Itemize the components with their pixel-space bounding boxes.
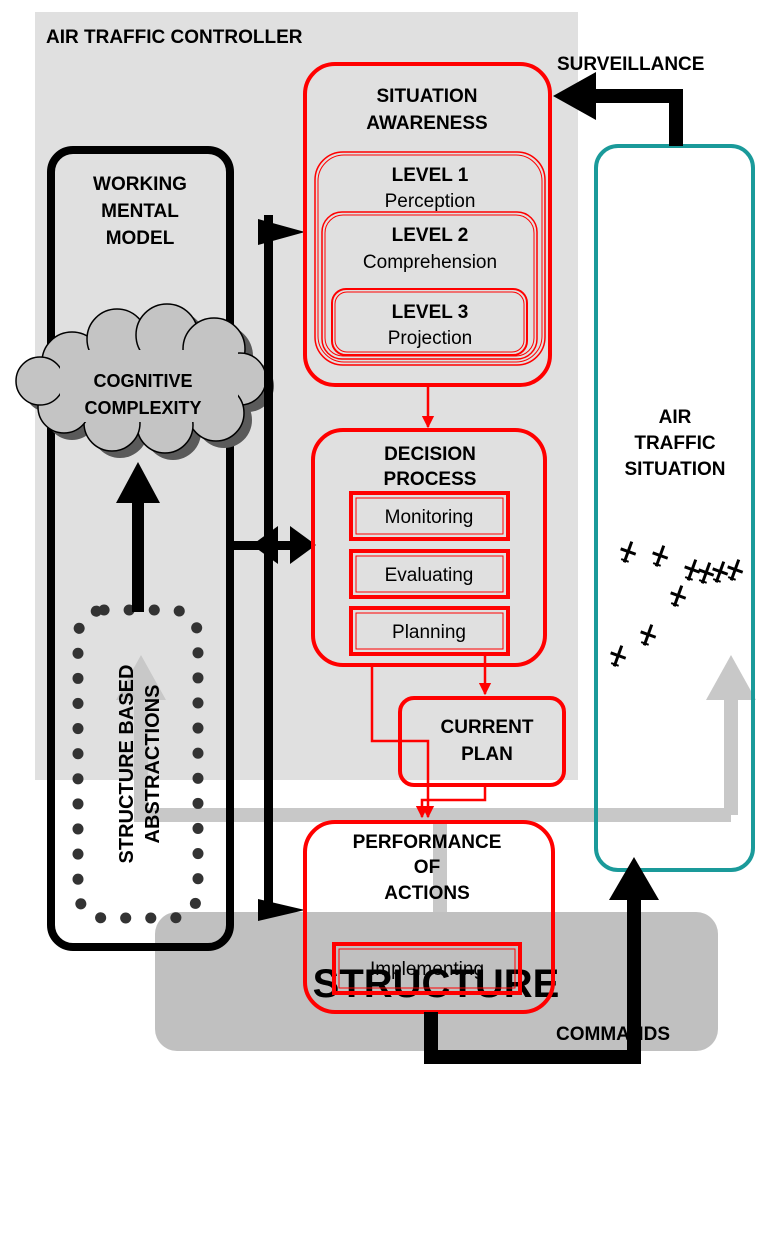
performance-of-actions-title: PERFORMANCE OF ACTIONS xyxy=(353,832,502,904)
svg-text:SITUATION: SITUATION xyxy=(625,459,726,480)
level-1-box xyxy=(314,151,546,366)
level-3-box xyxy=(331,288,528,356)
structure-based-abstractions-label: STRUCTURE BASED ABSTRACTIONS xyxy=(116,665,164,864)
situation-awareness-title: SITUATION AWARENESS xyxy=(366,86,487,134)
level-3-sub: Projection xyxy=(388,328,473,349)
svg-text:SITUATION: SITUATION xyxy=(377,86,478,107)
svg-text:PERFORMANCE: PERFORMANCE xyxy=(353,832,502,853)
evaluating-label: Evaluating xyxy=(385,565,474,586)
abstractions-to-complexity-arrow xyxy=(116,462,160,612)
surveillance-arrow xyxy=(553,72,683,146)
level-3-title: LEVEL 3 xyxy=(392,302,469,323)
svg-text:MENTAL: MENTAL xyxy=(101,201,179,222)
commands-label: COMMANDS xyxy=(556,1024,670,1045)
monitoring-label: Monitoring xyxy=(385,507,474,528)
working-mental-model-label: WORKING MENTAL MODEL xyxy=(93,174,187,249)
planning-box xyxy=(349,606,510,656)
implementing-label: Implementing xyxy=(370,959,484,980)
aircraft-icon xyxy=(712,561,729,583)
svg-text:TRAFFIC: TRAFFIC xyxy=(634,433,716,454)
level-2-sub: Comprehension xyxy=(363,252,497,273)
svg-text:ABSTRACTIONS: ABSTRACTIONS xyxy=(142,685,164,844)
evaluating-box xyxy=(349,549,510,599)
aircraft-icon xyxy=(727,559,744,581)
air-traffic-situation-label: AIR TRAFFIC SITUATION xyxy=(625,407,726,480)
aircraft-icon xyxy=(670,585,687,607)
monitoring-box xyxy=(349,491,510,541)
svg-text:WORKING: WORKING xyxy=(93,174,187,195)
surveillance-label: SURVEILLANCE xyxy=(557,54,704,75)
level-2-title: LEVEL 2 xyxy=(392,225,469,246)
level-1-sub: Perception xyxy=(385,191,476,212)
decision-process-title: DECISION PROCESS xyxy=(384,444,477,490)
level-1-title: LEVEL 1 xyxy=(392,165,469,186)
svg-text:DECISION: DECISION xyxy=(384,444,476,465)
svg-text:PROCESS: PROCESS xyxy=(384,469,477,490)
cognitive-complexity-line-1: COGNITIVE xyxy=(93,371,192,391)
svg-text:AWARENESS: AWARENESS xyxy=(366,113,487,134)
aircraft-icon xyxy=(684,559,701,581)
mental-model-bus xyxy=(230,215,316,921)
implementing-box xyxy=(332,942,522,995)
controller-title: AIR TRAFFIC CONTROLLER xyxy=(46,27,303,48)
structure-box xyxy=(155,912,718,1051)
aircraft-icon xyxy=(620,541,637,563)
cognitive-complexity-cloud: COGNITIVE COMPLEXITY xyxy=(15,303,274,460)
svg-text:MODEL: MODEL xyxy=(106,228,175,249)
aircraft-icon xyxy=(640,624,657,646)
cognitive-complexity-line-2: COMPLEXITY xyxy=(84,398,201,418)
commands-arrow-segments xyxy=(424,857,659,1064)
decision-process-box xyxy=(311,428,547,667)
current-plan-box xyxy=(398,696,566,787)
svg-text:PLAN: PLAN xyxy=(461,744,513,765)
aircraft-icon xyxy=(698,562,715,584)
level-2-box xyxy=(321,211,538,360)
svg-text:CURRENT: CURRENT xyxy=(441,717,534,738)
current-plan-label: CURRENT PLAN xyxy=(441,717,534,765)
aircraft-icon xyxy=(652,545,669,567)
planning-label: Planning xyxy=(392,622,466,643)
structure-feedback-arrows xyxy=(116,655,756,914)
aircraft-icon xyxy=(610,645,627,667)
svg-text:ACTIONS: ACTIONS xyxy=(384,883,470,904)
svg-text:OF: OF xyxy=(414,857,440,878)
aircraft-icons xyxy=(610,541,744,667)
svg-text:AIR: AIR xyxy=(659,407,692,428)
svg-text:STRUCTURE BASED: STRUCTURE BASED xyxy=(116,665,138,864)
